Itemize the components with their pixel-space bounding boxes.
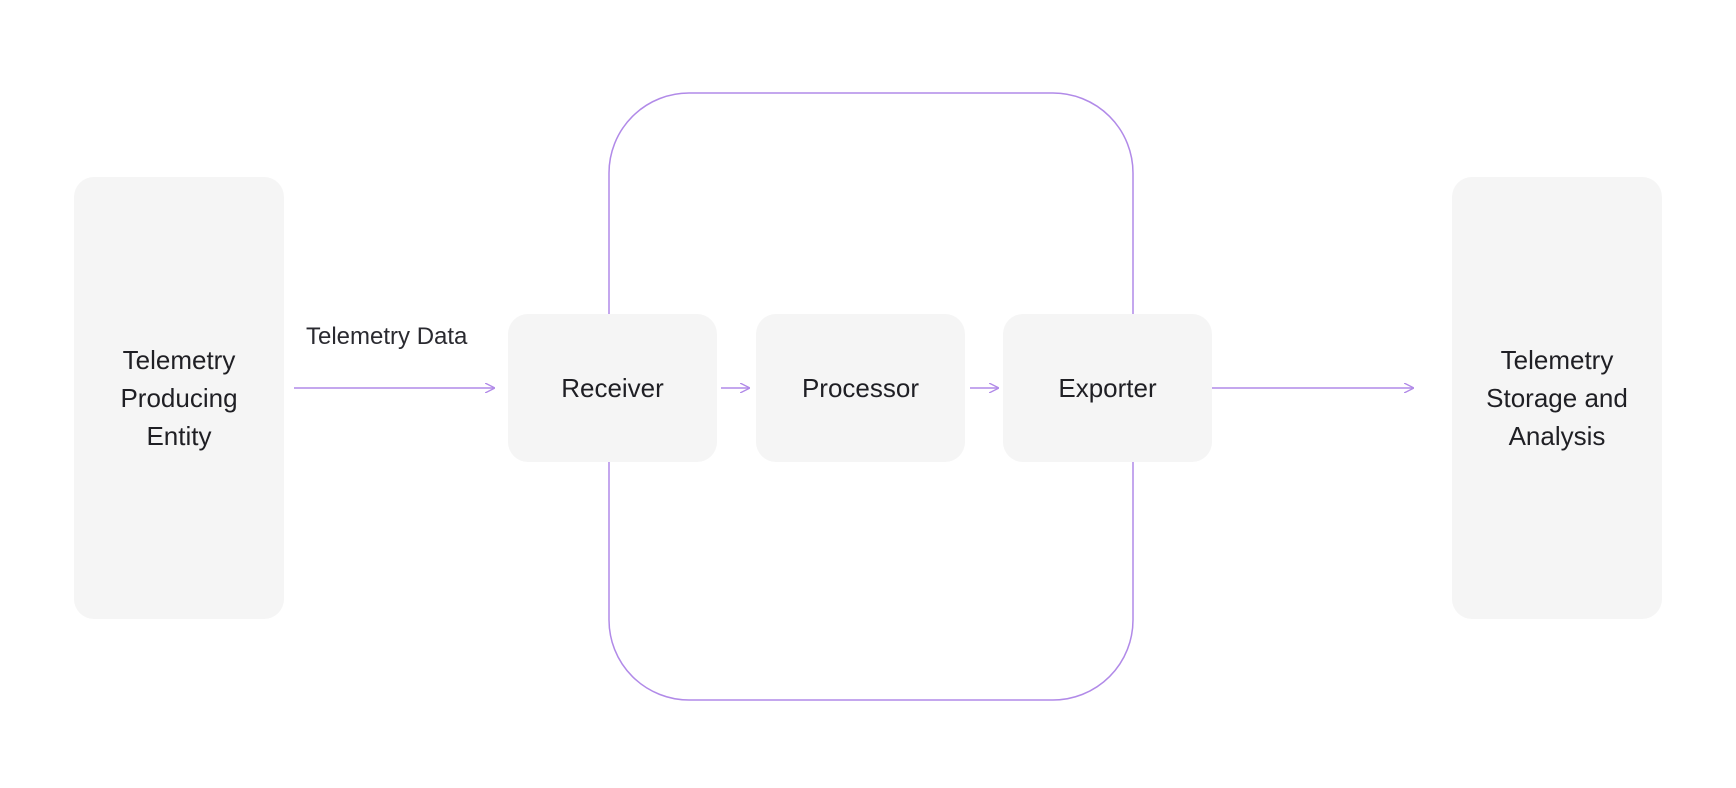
node-label: Telemetry Storage and Analysis — [1486, 345, 1628, 451]
node-exporter: Exporter — [1003, 314, 1212, 462]
edge-label-telemetry-data: Telemetry Data — [306, 323, 468, 350]
node-label: Telemetry Producing Entity — [120, 345, 238, 451]
node-label: Processor — [801, 373, 920, 403]
node-receiver: Receiver — [508, 314, 717, 462]
node-telemetry-producing-entity: Telemetry Producing Entity — [74, 177, 284, 619]
node-telemetry-storage-and-analysis: Telemetry Storage and Analysis — [1452, 177, 1662, 619]
node-processor: Processor — [756, 314, 965, 462]
node-label: Exporter — [1058, 373, 1157, 403]
node-label: Receiver — [561, 373, 664, 403]
